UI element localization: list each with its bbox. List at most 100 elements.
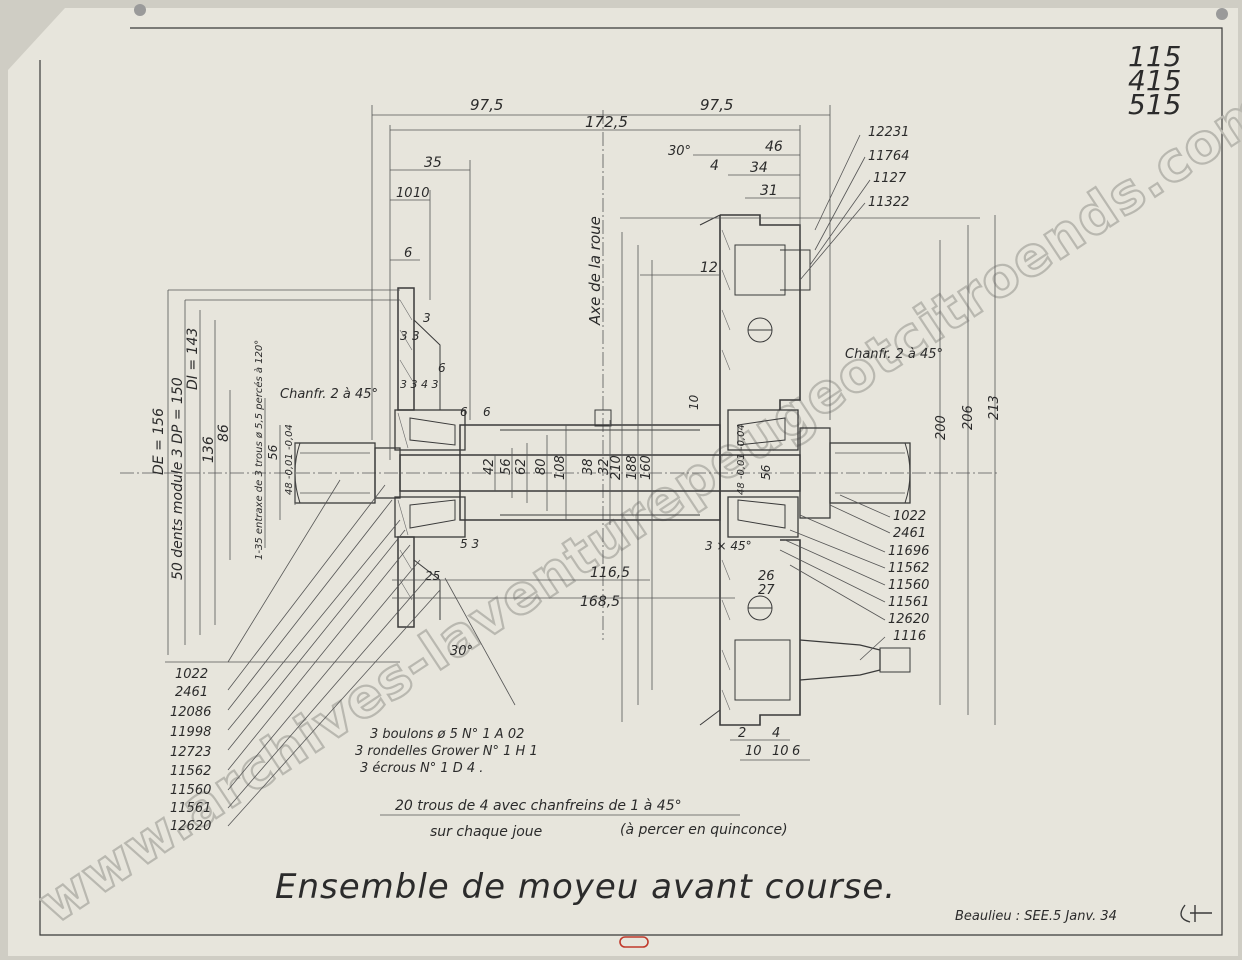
pin-hole-left <box>134 4 146 16</box>
left-dimension-lines <box>167 289 400 655</box>
dim-56-left: 56 <box>266 444 280 460</box>
ref-left-11561: 11561 <box>170 801 211 816</box>
ref-left-11998: 11998 <box>170 725 211 740</box>
dim-86: 86 <box>216 424 232 442</box>
leaders-right <box>779 494 891 661</box>
axe-label: Axe de la roue <box>586 216 604 326</box>
dim-188: 188 <box>625 455 640 480</box>
leaders-left <box>165 479 441 827</box>
ref-right-12620: 12620 <box>888 612 929 627</box>
dim-2: 2 <box>738 726 746 741</box>
ref-left-1022: 1022 <box>175 667 208 682</box>
sheet-number-1: 115 <box>1128 40 1181 73</box>
dim-10a: 10 <box>396 186 413 201</box>
dim-56-right: 56 <box>759 464 773 480</box>
ref-right-11561: 11561 <box>888 595 929 610</box>
dim-38: 38 <box>581 458 596 475</box>
note-trous-1: 20 trous de 4 avec chanfreins de 1 à 45° <box>395 798 682 814</box>
dim-42: 42 <box>482 458 497 475</box>
ref-left-12620: 12620 <box>170 819 211 834</box>
dim-200: 200 <box>934 415 949 440</box>
dim-62: 62 <box>514 458 529 475</box>
dim-small-6b: 6 <box>460 405 468 419</box>
dim-32: 32 <box>597 458 612 475</box>
dim-small-6a: 6 <box>438 361 446 375</box>
ref-12231: 12231 <box>868 125 909 140</box>
dim-10-vertical: 10 <box>687 394 701 410</box>
dim-4: 4 <box>710 158 719 174</box>
ref-left-12086: 12086 <box>170 705 211 720</box>
dim-de: DE = 156 <box>151 408 167 475</box>
dim-6-bottom: 6 <box>792 744 800 759</box>
initials-mark <box>1180 904 1212 923</box>
note-boulons: 3 boulons ø 5 N° 1 A 02 <box>370 727 524 742</box>
dim-di: DI = 143 <box>185 328 201 390</box>
dim-3x45: 3 × 45° <box>705 539 752 553</box>
dim-30deg-bottom: 30° <box>450 644 473 659</box>
ref-left-12723: 12723 <box>170 745 211 760</box>
dim-97-left: 97,5 <box>470 96 503 114</box>
dim-10-bottom-b: 10 <box>772 744 789 759</box>
ref-right-1116: 1116 <box>893 629 926 644</box>
ref-right-11562: 11562 <box>888 561 929 576</box>
dim-4-bottom: 4 <box>772 726 780 741</box>
dim-26: 26 <box>758 569 775 584</box>
ref-left-2461: 2461 <box>175 685 208 700</box>
dim-31: 31 <box>760 183 778 199</box>
ref-11764: 11764 <box>868 149 909 164</box>
dim-46: 46 <box>765 139 783 155</box>
border-frame <box>39 27 1223 936</box>
note-rondelles: 3 rondelles Grower N° 1 H 1 <box>355 744 538 759</box>
paper <box>8 8 1238 956</box>
dim-10-bottom-a: 10 <box>745 744 762 759</box>
right-bearing <box>727 409 799 538</box>
paperclip-icon <box>619 936 649 948</box>
dim-12: 12 <box>700 260 718 276</box>
dim-168: 168,5 <box>580 594 620 610</box>
dim-30deg: 30° <box>668 144 691 159</box>
ref-left-11562: 11562 <box>170 764 211 779</box>
dim-108: 108 <box>553 455 568 480</box>
dim-27: 27 <box>758 583 775 598</box>
dim-34: 34 <box>750 160 768 176</box>
ref-11322: 11322 <box>868 195 909 210</box>
dim-5-3: 5 3 <box>460 537 479 551</box>
top-dimension-lines <box>371 105 980 460</box>
ref-left-11560: 11560 <box>170 783 211 798</box>
dim-160: 160 <box>639 455 654 480</box>
dim-trous: 1-35 entraxe de 3 trous ø 5,5 percés à 1… <box>253 340 265 560</box>
dim-small-3a: 3 <box>423 311 431 325</box>
ref-right-11560: 11560 <box>888 578 929 593</box>
dim-48-left: 48 -0,01 -0,04 <box>284 424 295 495</box>
drawing-title: Ensemble de moyeu avant course. <box>275 867 896 907</box>
dim-213: 213 <box>987 395 1002 420</box>
ref-1127: 1127 <box>873 171 907 186</box>
dim-56-center: 56 <box>499 458 514 475</box>
note-ecrous: 3 écrous N° 1 D 4 . <box>360 761 483 776</box>
dim-6: 6 <box>404 246 412 261</box>
dim-206: 206 <box>961 405 976 430</box>
dim-10b: 10 <box>413 186 430 201</box>
ref-right-11696: 11696 <box>888 544 929 559</box>
signature-line: Beaulieu : SEE.5 Janv. 34 <box>955 909 1117 924</box>
note-trous-paren: (à percer en quinconce) <box>620 822 788 838</box>
dim-module: 50 dents module 3 DP = 150 <box>170 377 186 580</box>
ref-right-1022: 1022 <box>893 509 926 524</box>
dim-small-3b: 3 <box>400 329 408 343</box>
leaders-top-right <box>799 134 871 281</box>
pin-hole-right <box>1216 8 1228 20</box>
dim-80: 80 <box>534 458 549 475</box>
chanfrein-left: Chanfr. 2 à 45° <box>280 387 378 402</box>
dim-48-right: 48 -0,01 -0,04 <box>736 424 747 495</box>
ref-right-2461: 2461 <box>893 526 926 541</box>
dim-small-6c: 6 <box>483 405 491 419</box>
dim-97-right: 97,5 <box>700 96 733 114</box>
sheet-number-2: 415 <box>1128 64 1181 97</box>
dim-35: 35 <box>424 155 442 171</box>
sheet-number-3: 515 <box>1128 88 1181 121</box>
dim-small-3343: 3 3 4 3 <box>400 378 438 391</box>
leader-boulons <box>444 577 516 706</box>
chanfrein-right: Chanfr. 2 à 45° <box>845 347 943 362</box>
